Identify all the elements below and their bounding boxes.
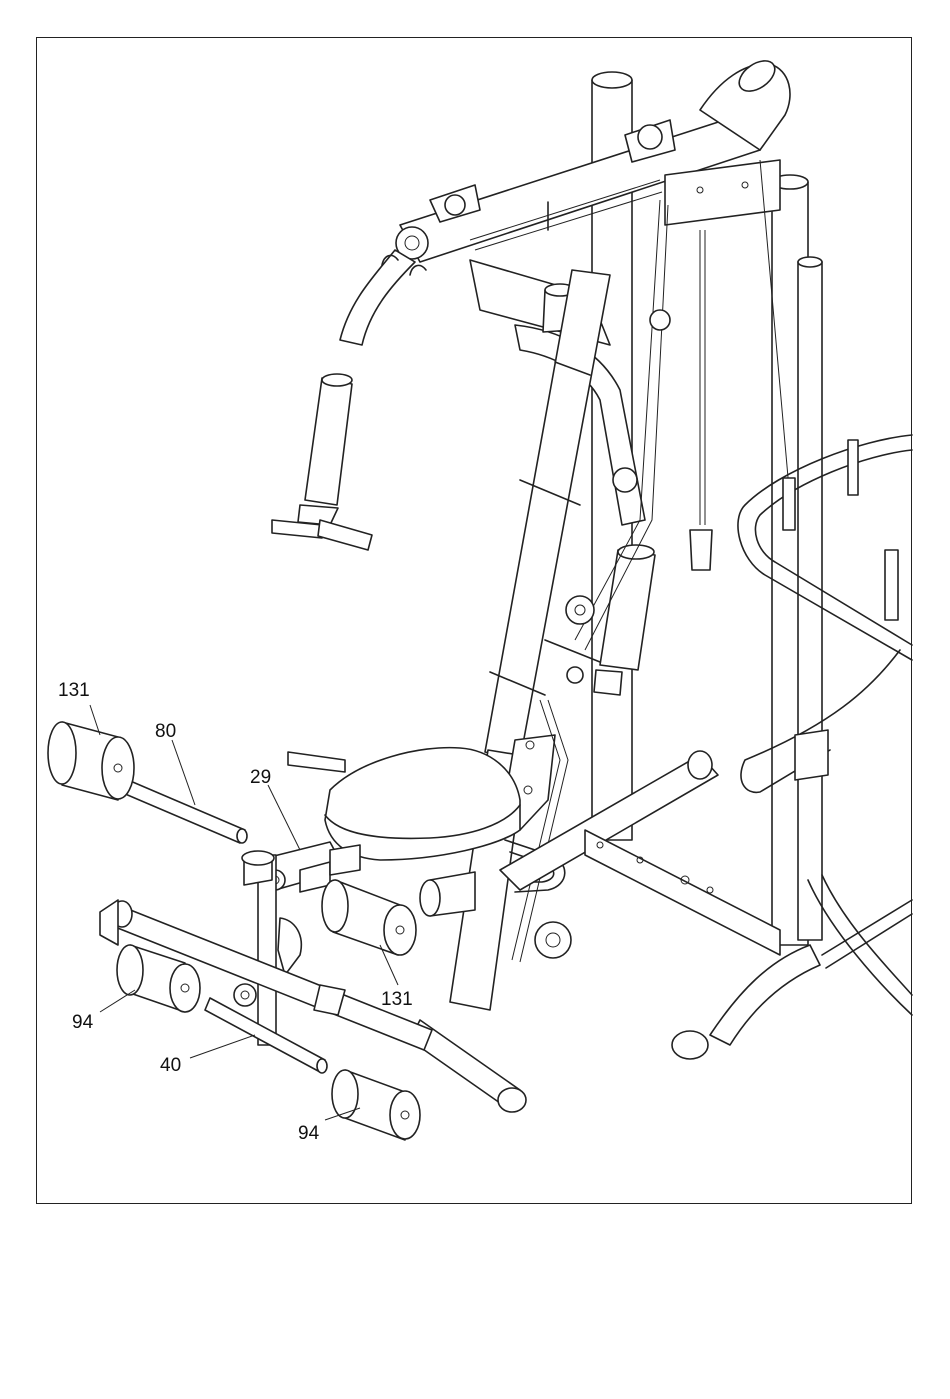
foam-roller-94-bottom — [332, 1070, 420, 1140]
pivot-shaft — [123, 780, 247, 843]
callout-94-bottom: 94 — [298, 1123, 320, 1144]
press-arm-left — [272, 250, 426, 550]
foam-roller-131-top — [48, 722, 134, 800]
callout-131-top: 131 — [58, 680, 90, 701]
foam-roller-under-seat — [420, 872, 475, 916]
callout-29: 29 — [250, 767, 271, 788]
right-upright-inner — [798, 257, 822, 940]
callout-131-bottom: 131 — [381, 989, 413, 1010]
callout-40: 40 — [160, 1055, 181, 1076]
callout-80: 80 — [155, 721, 176, 742]
foam-roller-131-bottom — [322, 880, 416, 955]
callout-94-left: 94 — [72, 1012, 94, 1033]
